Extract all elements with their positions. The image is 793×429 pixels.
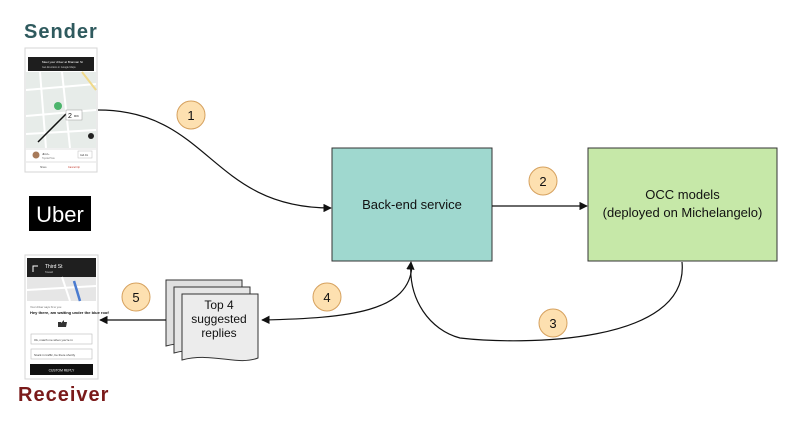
occ-models-line2: (deployed on Michelangelo) <box>603 205 763 220</box>
receiver-send-label: CUSTOM REPLY <box>49 369 76 373</box>
sender-eta-number: 2 <box>68 113 72 120</box>
thumbs-up-icon <box>58 320 67 327</box>
replies-line3: replies <box>201 326 236 340</box>
sender-call-button[interactable] <box>77 150 93 159</box>
sender-eta-callout <box>65 109 83 121</box>
sender-phone: Meet your driver at Brannan St Get direc… <box>24 47 98 173</box>
suggested-replies-document <box>181 293 259 362</box>
step-badge-3: 3 <box>538 308 568 338</box>
step-label-4: 4 <box>323 290 330 305</box>
sender-driver-sub: Toyota Prius <box>42 157 55 160</box>
edge-sender-to-backend <box>97 109 332 213</box>
sender-driver-label: Jim L. <box>42 152 50 156</box>
sender-call-label: Call Jim <box>80 155 88 157</box>
receiver-nav-sub: Toward <box>45 271 54 274</box>
step-label-1: 1 <box>187 108 194 123</box>
receiver-msg-text-line: Hey there, am waiting under the blue roo… <box>30 310 109 315</box>
receiver-title: Receiver <box>18 384 109 406</box>
suggestion-chip-2[interactable] <box>30 348 93 360</box>
receiver-nav-bar <box>27 258 96 277</box>
receiver-send-button[interactable] <box>30 364 93 375</box>
suggested-replies-stack: Top 4 suggested replies <box>165 279 259 362</box>
backend-service-node <box>331 147 493 262</box>
sender-banner <box>28 57 94 71</box>
step-badge-4: 4 <box>312 282 342 312</box>
step-badge-1: 1 <box>176 100 206 130</box>
occ-models-node <box>587 147 778 262</box>
suggestion-1-label: Ok, match me when you're in <box>34 338 73 342</box>
step-label-5: 5 <box>132 290 139 305</box>
backend-service-label: Back-end service <box>362 197 462 212</box>
receiver-phone: Third St Toward Your driver says hi to y… <box>24 254 109 380</box>
sender-banner-line2: Get directions in Google Maps <box>42 66 76 69</box>
step-label-3: 3 <box>549 316 556 331</box>
occ-models-line1: OCC models <box>645 187 720 202</box>
driver-avatar <box>32 151 40 159</box>
edge-backend-to-replies <box>261 264 413 325</box>
replies-line2: suggested <box>191 312 246 326</box>
sender-title: Sender <box>24 21 98 43</box>
suggestion-chip-1[interactable] <box>30 333 93 345</box>
receiver-nav-street: Third St <box>45 264 63 270</box>
sender-banner-line1: Meet your driver at Brannan St <box>42 60 83 64</box>
sender-footer-left[interactable]: Share <box>40 166 47 169</box>
sender-eta-unit: MIN <box>74 115 79 118</box>
receiver-msg-header: Your driver says hi to you <box>30 305 62 309</box>
step-badge-5: 5 <box>121 282 151 312</box>
step-label-2: 2 <box>539 174 546 189</box>
step-badge-2: 2 <box>528 166 558 196</box>
suggestion-2-label: Stuck in traffic, be there shortly <box>34 353 76 357</box>
replies-line1: Top 4 <box>204 298 234 312</box>
receiver-msg-text: Hey there, am waiting under the blue roo… <box>30 310 109 315</box>
uber-logo-text: Uber <box>36 202 84 227</box>
uber-logo: Uber <box>29 196 91 231</box>
edge-occ-to-backend <box>406 261 683 342</box>
sender-footer-right[interactable]: Cancel trip <box>68 166 81 169</box>
